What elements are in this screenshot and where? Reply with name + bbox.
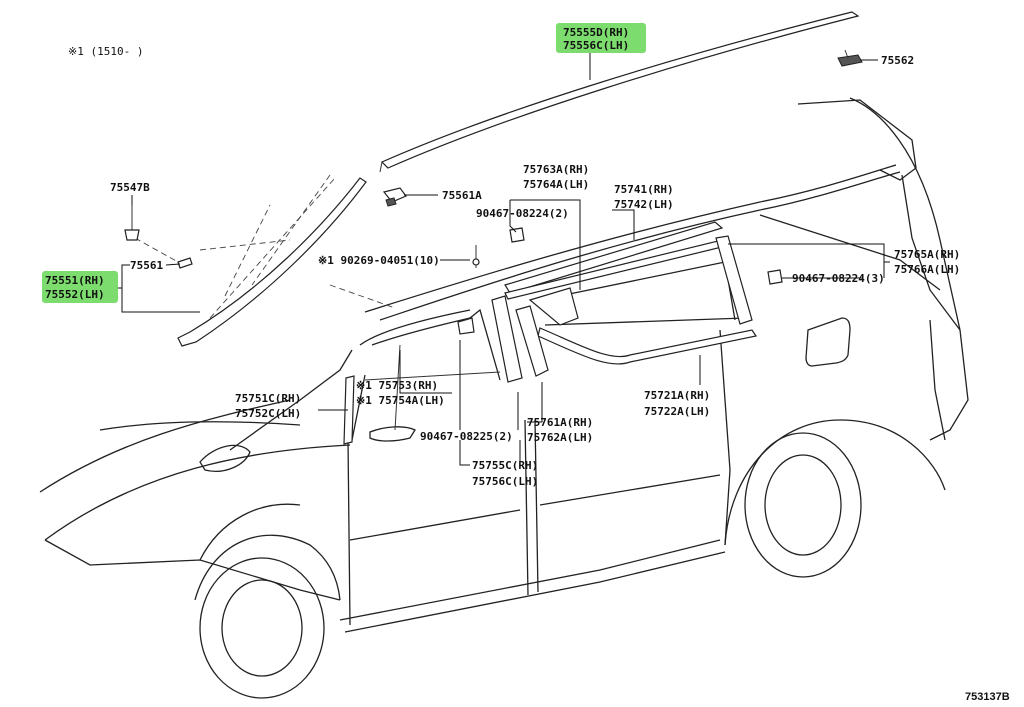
clip-90467-08224-upper <box>509 227 525 243</box>
label-75764a: 75764A(LH) <box>523 178 589 191</box>
label-75562: 75562 <box>881 54 914 67</box>
label-90467-08224-3: 90467-08224(3) <box>792 272 885 285</box>
label-75755c: 75755C(RH) <box>472 459 538 472</box>
note-label: ※1 (1510- ) <box>68 45 143 58</box>
screw-75547b <box>124 205 140 241</box>
label-75766a: 75766A(LH) <box>894 263 960 276</box>
label-75722a: 75722A(LH) <box>644 405 710 418</box>
label-75762a: 75762A(LH) <box>527 431 593 444</box>
label-75761a: 75761A(RH) <box>527 416 593 429</box>
highlight-75555d <box>556 23 646 53</box>
lower-window-moulding-part <box>537 327 757 365</box>
label-75721a: 75721A(RH) <box>644 389 710 402</box>
label-75551: 75551(RH) <box>45 274 105 287</box>
label-75754a: ※1 75754A(LH) <box>356 394 445 407</box>
window-corner-piece <box>528 287 579 326</box>
label-75741: 75741(RH) <box>614 183 674 196</box>
label-90467-08224-2: 90467-08224(2) <box>476 207 569 220</box>
clip-75561a <box>382 187 407 207</box>
label-75552: 75552(LH) <box>45 288 105 301</box>
label-75756c: 75756C(LH) <box>472 475 538 488</box>
label-75751c: 75751C(RH) <box>235 392 301 405</box>
windshield-moulding-part <box>177 174 367 347</box>
clip-75562 <box>837 49 863 67</box>
label-75742: 75742(LH) <box>614 198 674 211</box>
highlight-75551 <box>42 271 118 303</box>
label-75555d: 75555D(RH) <box>563 26 629 39</box>
clip-90467-08225 <box>457 317 475 335</box>
clip-90467-08224-rear <box>767 269 783 285</box>
clip-75561 <box>177 257 193 269</box>
label-75561a: 75561A <box>442 189 482 202</box>
vehicle-body <box>39 97 969 699</box>
label-75752c: 75752C(LH) <box>235 407 301 420</box>
label-75547b: 75547B <box>110 181 150 194</box>
label-75763a: 75763A(RH) <box>523 163 589 176</box>
label-75561: 75561 <box>130 259 163 272</box>
label-90269: ※1 90269-04051(10) <box>318 254 440 267</box>
label-75765a: 75765A(RH) <box>894 248 960 261</box>
roof-moulding-part <box>379 11 860 173</box>
label-90467-08225: 90467-08225(2) <box>420 430 513 443</box>
center-pillar-garnish-part <box>491 295 549 383</box>
label-75753: ※1 75753(RH) <box>356 379 438 392</box>
bolt-90269 <box>472 245 480 268</box>
front-pillar-garnish-part <box>343 375 355 445</box>
upper-window-moulding-part <box>504 221 727 300</box>
diagram-id: 753137B <box>965 691 1010 703</box>
leader-lines <box>118 53 890 466</box>
label-75556c: 75556C(LH) <box>563 39 629 52</box>
rear-pillar-garnish-part <box>715 235 753 325</box>
